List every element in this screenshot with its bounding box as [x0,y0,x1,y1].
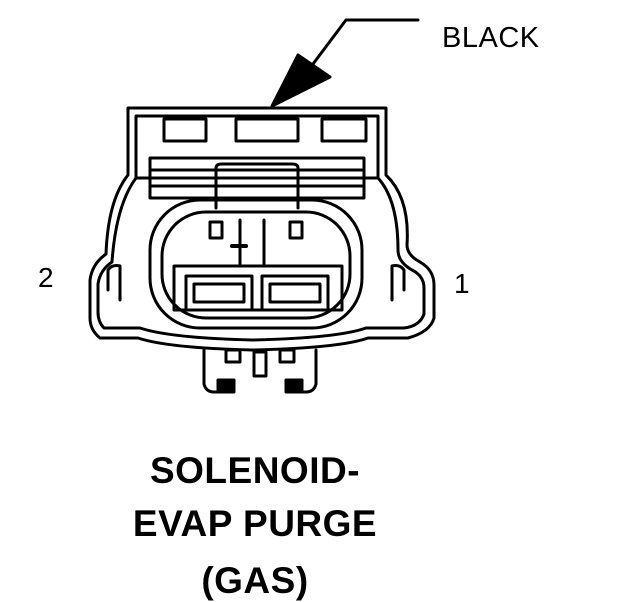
bottom-legs [202,348,318,394]
callout-leader [270,18,420,108]
title-line-2: EVAP PURGE [132,503,378,544]
cavity-frame-inner [160,210,352,320]
wire-color-callout: BLACK [442,22,540,54]
side-latch-clips [106,264,406,302]
terminal-cavities [172,264,344,312]
title-line-3: (GAS) [201,560,309,601]
lock-bar [134,156,380,200]
pin-1-label: 1 [454,268,470,299]
title-line-1: SOLENOID- [149,450,361,491]
pin-2-label: 2 [38,262,54,293]
terminal-guide [208,162,304,268]
top-slots [162,117,368,143]
connector-housing-outline [88,106,436,352]
connector-housing-inner-outline [96,114,426,342]
cavity-frame [148,198,364,330]
